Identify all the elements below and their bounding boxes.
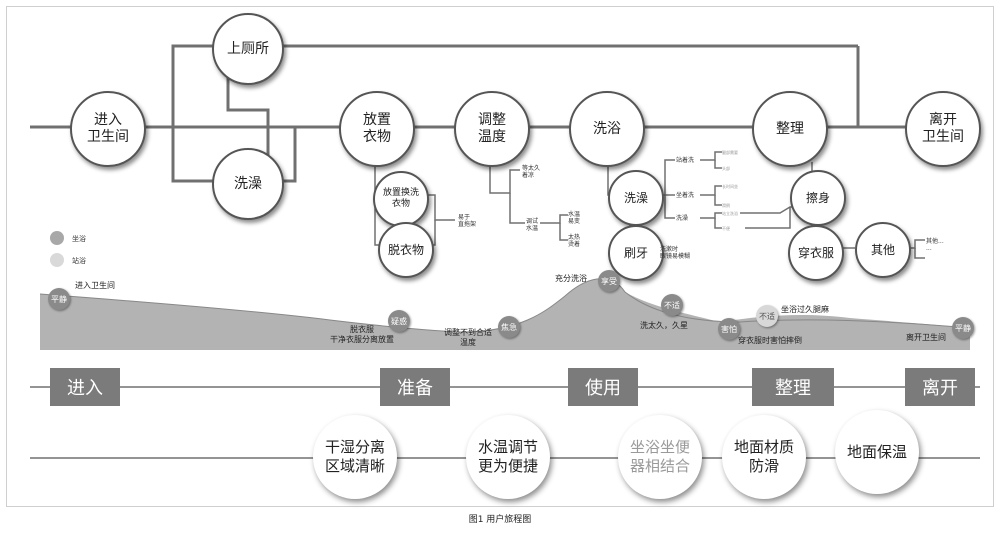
svg-text:滑倒: 滑倒 bbox=[722, 202, 730, 208]
node-wipe: 擦身 bbox=[790, 170, 846, 226]
emotion-calm-left: 平静 bbox=[48, 288, 70, 310]
tip-temp: 调整不到合适 温度 bbox=[444, 328, 492, 347]
svg-text:腿部需要: 腿部需要 bbox=[722, 149, 738, 155]
note-6: 站着洗 bbox=[676, 157, 695, 164]
node-wash-top: 洗澡 bbox=[212, 148, 284, 220]
node-brush: 刷牙 bbox=[608, 225, 664, 281]
node-adjust-temp: 调整 温度 bbox=[454, 91, 530, 167]
note-10: 其他... ... bbox=[926, 238, 944, 252]
svg-text:站立洗浴: 站立洗浴 bbox=[722, 210, 738, 216]
stage-prepare: 准备 bbox=[380, 368, 450, 406]
node-place-change-clothes: 放置换洗 衣物 bbox=[373, 171, 429, 227]
opportunity-temp-control: 水温调节 更为便捷 bbox=[466, 415, 550, 499]
legend-sit-label: 坐浴 bbox=[72, 235, 86, 243]
tip-full-shower: 充分洗浴 bbox=[555, 274, 587, 283]
node-dress: 穿衣服 bbox=[788, 225, 844, 281]
note-5: 太热 烫着 bbox=[568, 234, 581, 248]
sit-area bbox=[40, 278, 970, 350]
legend-stand-label: 站浴 bbox=[72, 257, 86, 265]
emotion-doubt: 疑惑 bbox=[388, 310, 410, 332]
tip-leave: 离开卫生间 bbox=[906, 333, 946, 342]
node-shower: 洗浴 bbox=[569, 91, 645, 167]
note-9: 洗漱时 眼镜易模糊 bbox=[660, 246, 691, 260]
tip-afraid-fall: 穿衣服时害怕摔倒 bbox=[738, 336, 802, 345]
figure-caption: 图1 用户旅程图 bbox=[468, 515, 532, 525]
emotion-uncomfortable: 不适 bbox=[661, 294, 683, 316]
note-3: 调试 水温 bbox=[526, 218, 539, 232]
tip-leg-numb: 坐浴过久腿麻 bbox=[781, 305, 829, 314]
note-8: 洗澡 bbox=[676, 215, 689, 222]
svg-text:头部: 头部 bbox=[722, 165, 730, 171]
tip-too-long: 洗太久，久星 bbox=[640, 321, 688, 330]
node-tidy: 整理 bbox=[752, 91, 828, 167]
note-1: 易于 直拖架 bbox=[458, 214, 477, 228]
node-other: 其他 bbox=[855, 222, 911, 278]
stage-leave: 离开 bbox=[905, 368, 975, 406]
opportunity-floor-heat: 地面保温 bbox=[835, 410, 919, 494]
diagram-frame bbox=[6, 6, 994, 507]
stage-use: 使用 bbox=[568, 368, 638, 406]
opportunity-anti-slip: 地面材质 防滑 bbox=[722, 415, 806, 499]
note-7: 坐着洗 bbox=[676, 192, 695, 199]
node-place-clothes: 放置 衣物 bbox=[339, 91, 415, 167]
opportunity-dry-wet: 干湿分离 区域清晰 bbox=[313, 415, 397, 499]
note-2: 等太久 着凉 bbox=[522, 165, 541, 179]
node-bath: 洗澡 bbox=[608, 170, 664, 226]
emotion-enjoy: 享受 bbox=[598, 270, 620, 292]
tip-enter: 进入卫生间 bbox=[75, 281, 115, 290]
node-leave: 离开 卫生间 bbox=[905, 91, 981, 167]
node-undress: 脱衣物 bbox=[378, 222, 434, 278]
emotion-calm-right: 平静 bbox=[952, 317, 974, 339]
stage-tidy: 整理 bbox=[752, 368, 834, 406]
emotion-uncomfortable-2: 不适 bbox=[756, 305, 778, 327]
opportunity-seat-combo: 坐浴坐便 器相结合 bbox=[618, 415, 702, 499]
tip-undress: 脱衣服 干净衣服分离放置 bbox=[330, 325, 394, 344]
svg-text:不便: 不便 bbox=[722, 225, 730, 231]
legend-sit-swatch bbox=[50, 231, 64, 245]
emotion-afraid: 害怕 bbox=[718, 318, 740, 340]
node-toilet: 上厕所 bbox=[212, 13, 284, 85]
node-enter: 进入 卫生间 bbox=[70, 91, 146, 167]
svg-text:长时间坐: 长时间坐 bbox=[722, 183, 738, 189]
legend-stand-swatch bbox=[50, 253, 64, 267]
stage-enter: 进入 bbox=[50, 368, 120, 406]
note-4: 水温 易变 bbox=[568, 211, 581, 225]
emotion-anxious: 焦急 bbox=[498, 316, 520, 338]
